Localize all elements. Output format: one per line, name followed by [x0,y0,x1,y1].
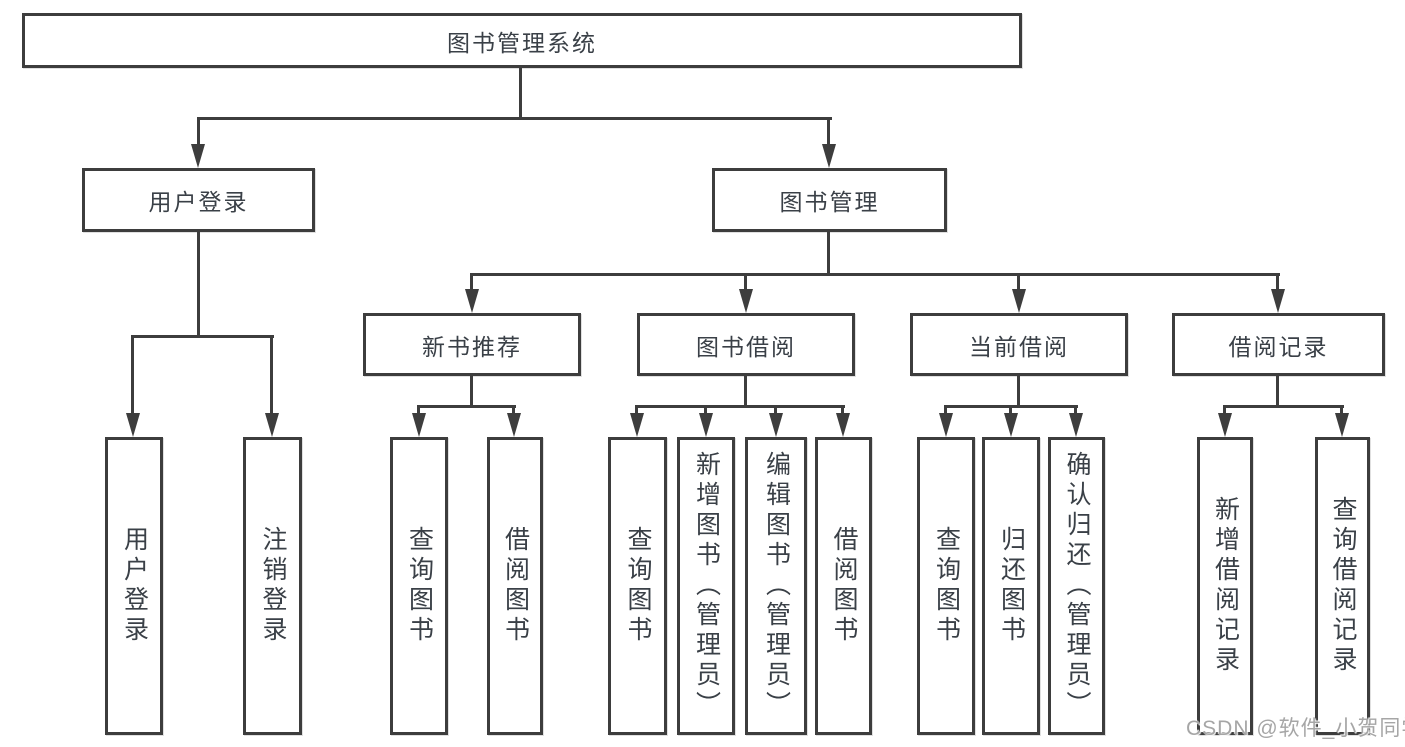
node-label: 用户登录 [148,189,249,215]
connector-book-borrow-stem [744,376,747,405]
leaf-label: 查询图书 [405,526,434,646]
node-label: 图书管理 [779,189,880,215]
leaf-logout: 注销登录 [243,437,302,735]
connector-to-leaf-add-books-stem [704,405,707,417]
connector-to-leaf-edit-books-stem [774,405,777,417]
connector-to-leaf-query-books-c-stem [944,405,947,417]
node-label: 当前借阅 [969,333,1069,360]
arrowhead-to-leaf-query-books-c [939,413,953,437]
arrowhead-to-leaf-user-login [126,413,140,437]
leaf-label: 归还图书 [997,526,1026,646]
node-borrow-records: 借阅记录 [1172,313,1385,376]
leaf-return-books: 归还图书 [982,437,1040,735]
leaf-confirm-return-admin: 确认归还（管理员） [1048,437,1105,735]
leaf-user-login: 用户登录 [105,437,163,735]
node-label: 图书管理系统 [447,29,597,56]
arrowhead-to-leaf-borrow-books-a [507,413,521,437]
arrowhead-to-user-login [191,144,205,168]
leaf-label: 注销登录 [259,526,287,646]
connector-to-book-management-stem [827,117,830,145]
connector-user-login-stem [197,232,200,335]
node-new-book-recommend: 新书推荐 [363,313,581,376]
leaf-label: 编辑图书（管理员） [762,451,791,721]
node-user-login: 用户登录 [82,168,315,232]
connector-new-book-stem [470,376,473,405]
csdn-watermark: CSDN @软件_小贺同学 [1186,717,1405,740]
arrowhead-to-leaf-add-record [1218,413,1232,437]
connector-book-management-stem [827,232,830,273]
leaf-label: 确认归还（管理员） [1063,451,1091,721]
leaf-query-books-recommend: 查询图书 [390,437,448,735]
connector-to-leaf-return-books-stem [1009,405,1012,417]
connector-to-leaf-add-record-stem [1223,405,1226,417]
leaf-add-borrow-record: 新增借阅记录 [1197,437,1253,735]
connector-to-leaf-query-record-stem [1340,405,1343,417]
connector-to-new-book-stem [470,273,473,291]
connector-book-borrow-bar [635,405,845,408]
arrowhead-to-new-book-recommend [465,289,479,313]
connector-borrow-records-bar [1223,405,1344,408]
connector-root-bar [197,117,832,120]
node-book-borrow: 图书借阅 [637,313,855,376]
connector-to-leaf-query-books-a-stem [417,405,420,417]
leaf-edit-books-admin: 编辑图书（管理员） [745,437,807,735]
node-label: 借阅记录 [1228,333,1329,360]
connector-to-leaf-borrow-books-a-stem [512,405,515,417]
leaf-label: 借阅图书 [501,526,530,646]
arrowhead-to-borrow-records [1271,289,1285,313]
connector-to-book-borrow-stem [744,273,747,291]
node-book-management: 图书管理 [712,168,947,232]
connector-user-login-bar [131,335,274,338]
leaf-query-borrow-record: 查询借阅记录 [1315,437,1370,735]
leaf-label: 查询图书 [624,526,652,646]
arrowhead-to-leaf-query-books-b [630,413,644,437]
connector-to-user-login-stem [197,117,200,145]
leaf-borrow-books-recommend: 借阅图书 [487,437,543,735]
node-library-management-system: 图书管理系统 [22,13,1022,68]
arrowhead-to-current-borrow [1012,289,1026,313]
leaf-label: 借阅图书 [830,526,858,646]
leaf-label: 查询借阅记录 [1329,496,1357,676]
arrowhead-to-leaf-edit-books [769,413,783,437]
connector-root-stem [519,68,522,118]
arrowhead-to-leaf-query-record [1335,413,1349,437]
arrowhead-to-leaf-query-books-a [412,413,426,437]
node-label: 图书借阅 [696,333,796,360]
connector-to-leaf-confirm-return-stem [1074,405,1077,417]
connector-to-leaf-query-books-b-stem [635,405,638,417]
connector-to-leaf-user-login-stem [131,335,134,415]
leaf-label: 新增图书（管理员） [692,451,721,721]
arrowhead-to-leaf-logout [265,413,279,437]
connector-book-management-bar [470,273,1280,276]
connector-current-borrow-stem [1017,376,1020,405]
arrowhead-to-book-borrow [739,289,753,313]
arrowhead-to-book-management [822,144,836,168]
leaf-borrow-books: 借阅图书 [815,437,872,735]
leaf-query-books-current: 查询图书 [917,437,975,735]
connector-borrow-records-stem [1276,376,1279,405]
arrowhead-to-leaf-return-books [1004,413,1018,437]
leaf-add-books-admin: 新增图书（管理员） [677,437,735,735]
connector-to-borrow-records-stem [1276,273,1279,291]
arrowhead-to-leaf-add-books [699,413,713,437]
leaf-label: 查询图书 [932,526,961,646]
connector-new-book-bar [417,405,516,408]
arrowhead-to-leaf-borrow-books-b [836,413,850,437]
leaf-label: 新增借阅记录 [1211,496,1240,676]
node-label: 新书推荐 [422,333,522,360]
leaf-label: 用户登录 [120,526,149,646]
node-current-borrow: 当前借阅 [910,313,1128,376]
arrowhead-to-leaf-confirm-return [1069,413,1083,437]
leaf-query-books-borrow: 查询图书 [608,437,667,735]
connector-to-leaf-logout-stem [270,335,273,415]
connector-to-current-borrow-stem [1017,273,1020,291]
connector-to-leaf-borrow-books-b-stem [841,405,844,417]
